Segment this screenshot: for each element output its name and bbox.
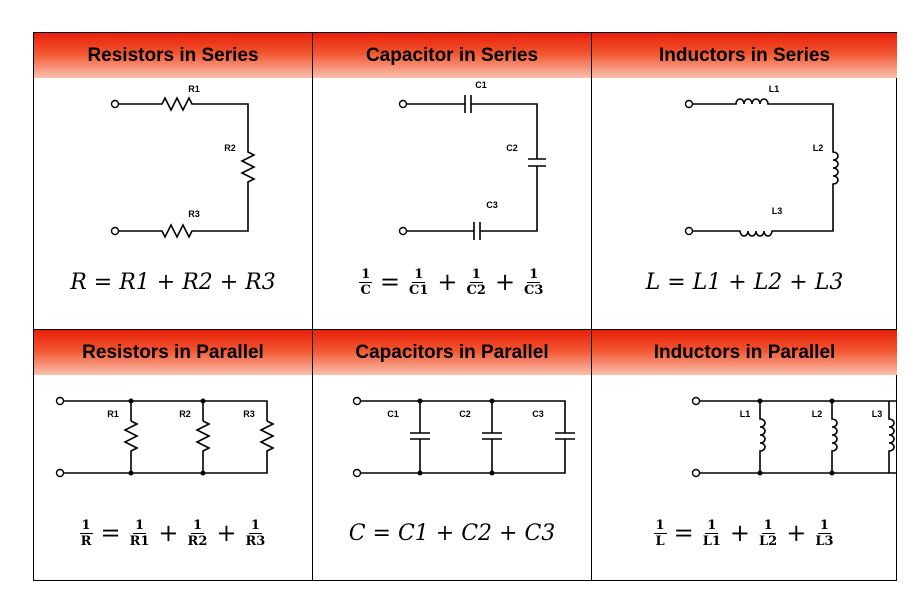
circuit-reference-grid: Resistors in Series R1 R2 R3 R = R1 + R2… [33,32,897,581]
label-r1: R1 [188,84,200,94]
label-r3: R3 [188,209,200,219]
resistors-parallel-diagram: R1 R2 R3 [34,375,312,505]
label-c1: C1 [387,409,399,419]
terminal [691,468,701,478]
terminal [684,99,694,109]
panel-resistors-series: Resistors in Series R1 R2 R3 R = R1 + R2… [34,33,312,329]
label-l2: L2 [812,409,823,419]
inductor-l1 [759,401,766,473]
panel-capacitors-parallel: Capacitors in Parallel C1 C2 C3 [313,330,591,581]
terminal [691,396,701,406]
parallel-wire [699,400,897,474]
inductor-l3 [888,401,895,473]
label-c2: C2 [506,143,518,153]
panel-inductors-series: Inductors in Series L1 L2 L3 L = L1 + L2… [592,33,897,329]
terminal [110,226,120,236]
resistor-r3 [259,420,275,457]
terminal [110,99,120,109]
capacitor-series-diagram: C1 C2 C3 [313,78,591,248]
resistor-r2 [195,420,211,457]
panel-title: Inductors in Series [592,33,897,78]
formula: R = R1 + R2 + R3 [70,269,276,295]
parallel-wire [360,400,566,474]
label-r1: R1 [107,409,119,419]
formula: L = L1 + L2 + L3 [645,269,844,295]
terminal [398,99,408,109]
grid-divider [591,33,592,580]
resistor-series-wire [118,96,256,239]
grid-divider [34,329,896,330]
label-l1: L1 [769,84,780,94]
terminal [684,226,694,236]
inductor-l2 [831,401,838,473]
panel-title: Resistors in Series [34,33,312,78]
label-c3: C3 [532,409,544,419]
terminal [55,468,65,478]
capacitor-series-wire [406,103,538,232]
panel-title: Inductors in Parallel [592,330,897,375]
resistor-r1 [123,420,139,457]
parallel-wire [63,400,268,474]
terminal [398,226,408,236]
label-l2: L2 [813,143,824,153]
label-l1: L1 [740,409,751,419]
inductors-series-diagram: L1 L2 L3 [592,78,897,248]
panel-title: Capacitors in Parallel [313,330,591,375]
label-r3: R3 [243,409,255,419]
label-l3: L3 [872,409,883,419]
terminal [352,468,362,478]
inductors-parallel-diagram: L1 L2 L3 [592,375,897,505]
label-c2: C2 [459,409,471,419]
panel-title: Capacitor in Series [313,33,591,78]
formula: C = C1 + C2 + C3 [348,520,556,546]
capacitors-parallel-diagram: C1 C2 C3 [313,375,591,505]
terminal [352,396,362,406]
inductor-series-wire [692,98,839,237]
label-r2: R2 [224,143,236,153]
terminal [55,396,65,406]
label-l3: L3 [772,206,783,216]
label-c1: C1 [475,80,487,90]
label-c3: C3 [486,200,498,210]
panel-title: Resistors in Parallel [34,330,312,375]
resistors-series-diagram: R1 R2 R3 [34,78,312,248]
label-r2: R2 [179,409,191,419]
grid-divider [312,33,313,580]
